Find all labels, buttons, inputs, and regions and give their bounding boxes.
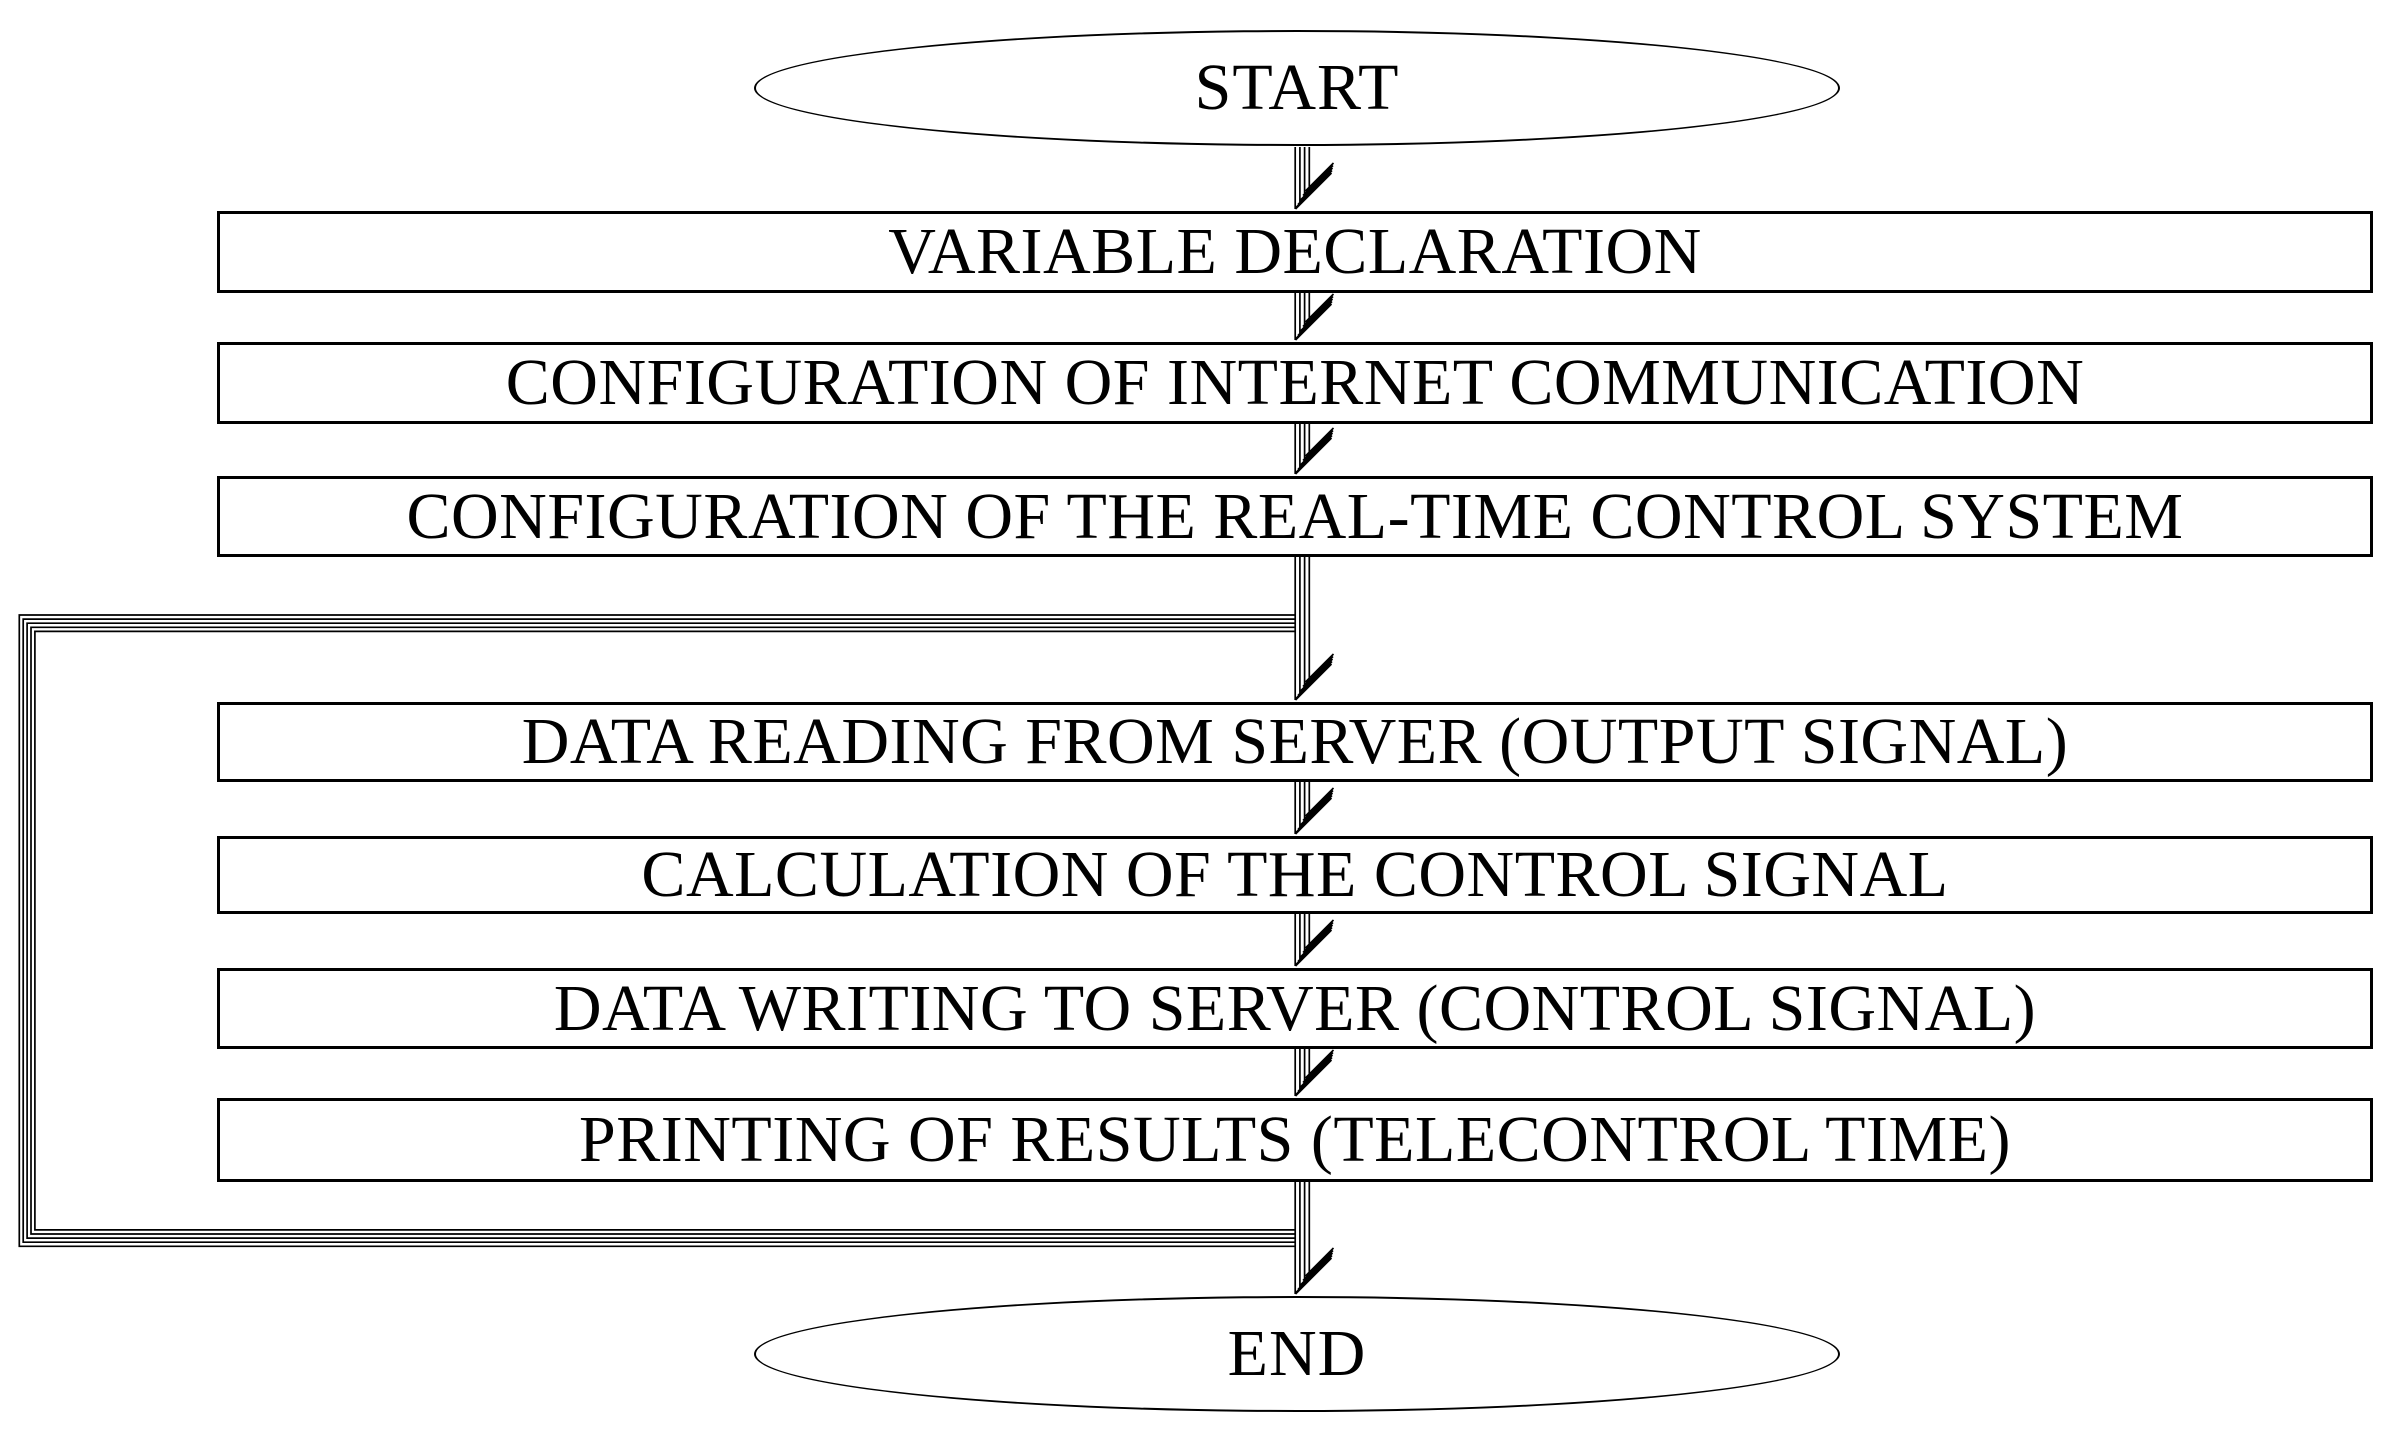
flow-arrow-5	[1294, 782, 1335, 835]
flow-arrow-4	[1294, 557, 1335, 701]
loop-back-line-3	[26, 622, 1296, 1239]
process-step-control-signal-calculation: CALCULATION OF THE CONTROL SIGNAL	[217, 836, 2373, 914]
process-step-printing-results: PRINTING OF RESULTS (TELECONTROL TIME)	[217, 1098, 2373, 1182]
flow-arrow-2	[1294, 293, 1335, 341]
end-terminator: END	[754, 1296, 1840, 1412]
loop-back-line-1	[18, 614, 1296, 1248]
process-step-variable-declaration: VARIABLE DECLARATION	[217, 211, 2373, 293]
flow-arrow-3	[1294, 424, 1335, 475]
process-step-data-writing: DATA WRITING TO SERVER (CONTROL SIGNAL)	[217, 968, 2373, 1049]
flow-arrow-6	[1294, 914, 1335, 967]
process-step-internet-communication: CONFIGURATION OF INTERNET COMMUNICATION	[217, 342, 2373, 424]
loop-back-line-2	[22, 618, 1296, 1244]
start-terminator: START	[754, 30, 1840, 146]
loop-back-line-4	[30, 626, 1296, 1235]
process-step-realtime-control-system: CONFIGURATION OF THE REAL-TIME CONTROL S…	[217, 476, 2373, 557]
loop-back-line-5	[34, 630, 1296, 1231]
flow-arrow-7	[1294, 1049, 1335, 1097]
flow-arrow-1	[1294, 147, 1335, 210]
flow-arrow-8	[1294, 1182, 1335, 1295]
process-step-data-reading: DATA READING FROM SERVER (OUTPUT SIGNAL)	[217, 702, 2373, 782]
